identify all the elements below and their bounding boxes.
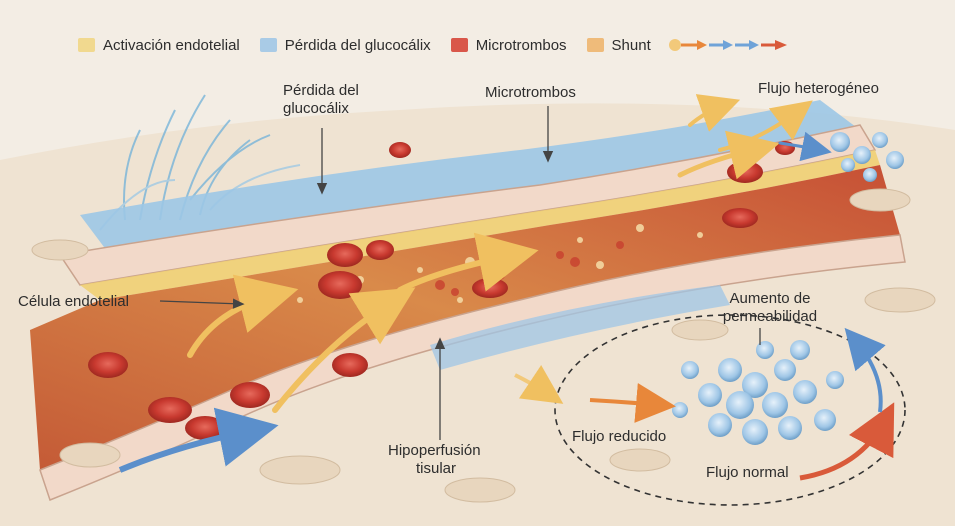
label-line: Pérdida del <box>283 82 359 99</box>
vessel-lumen <box>30 165 900 470</box>
legend: Activación endotelial Pérdida del glucoc… <box>78 34 797 56</box>
legend-label: Shunt <box>611 36 651 54</box>
label-heterogeneous-flow: Flujo heterogéneo <box>758 80 879 97</box>
reduced-flow-arrow-1 <box>514 365 564 404</box>
legend-item-shunt: Shunt <box>586 36 651 54</box>
normal-flow-arrow <box>799 402 895 481</box>
glycocalyx-band <box>80 100 860 255</box>
legend-item-activation: Activación endotelial <box>78 37 240 54</box>
legend-label: Microtrombos <box>475 36 567 54</box>
label-normal-flow: Flujo normal <box>706 464 789 481</box>
label-line: glucocálix <box>283 100 349 117</box>
leak-band <box>430 285 730 370</box>
label-reduced-flow: Flujo reducido <box>572 428 667 445</box>
leader-lines <box>159 106 761 440</box>
label-tissue-hypoperfusion: Hipoperfusión tisular <box>388 442 508 478</box>
legend-swatch <box>78 38 95 52</box>
lumen-flow-arrows <box>187 94 832 413</box>
legend-label: Activación endotelial <box>103 36 240 54</box>
label-increased-permeability: Aumento de permeabilidad <box>705 290 835 326</box>
inflow-arrow <box>118 407 279 473</box>
legend-swatch <box>259 38 277 52</box>
legend-swatch <box>586 38 604 52</box>
legend-flow-arrows-icon <box>668 39 787 51</box>
activation-layer <box>80 150 880 300</box>
legend-item-glycocalyx: Pérdida del glucocálix <box>259 36 431 54</box>
label-endothelial-cell: Célula endotelial <box>18 293 129 310</box>
leaked-cells-cluster <box>672 340 844 445</box>
label-line: Aumento de <box>729 290 811 307</box>
label-microthrombi: Microtrombos <box>485 84 576 101</box>
legend-swatch <box>450 38 468 52</box>
legend-label: Pérdida del glucocálix <box>284 36 431 54</box>
return-flow-arrow <box>844 327 886 413</box>
label-line: tisular <box>416 460 457 477</box>
legend-item-microthrombi: Microtrombos <box>450 36 567 54</box>
heterogeneous-flow-cells <box>830 132 904 182</box>
label-line: permeabilidad <box>722 308 818 325</box>
label-line: Hipoperfusión <box>388 442 481 459</box>
tissue-cells <box>31 188 936 503</box>
permeability-region <box>554 314 906 506</box>
reduced-flow-arrow-2 <box>589 383 676 423</box>
label-glycocalyx-loss: Pérdida del glucocálix <box>283 82 383 118</box>
